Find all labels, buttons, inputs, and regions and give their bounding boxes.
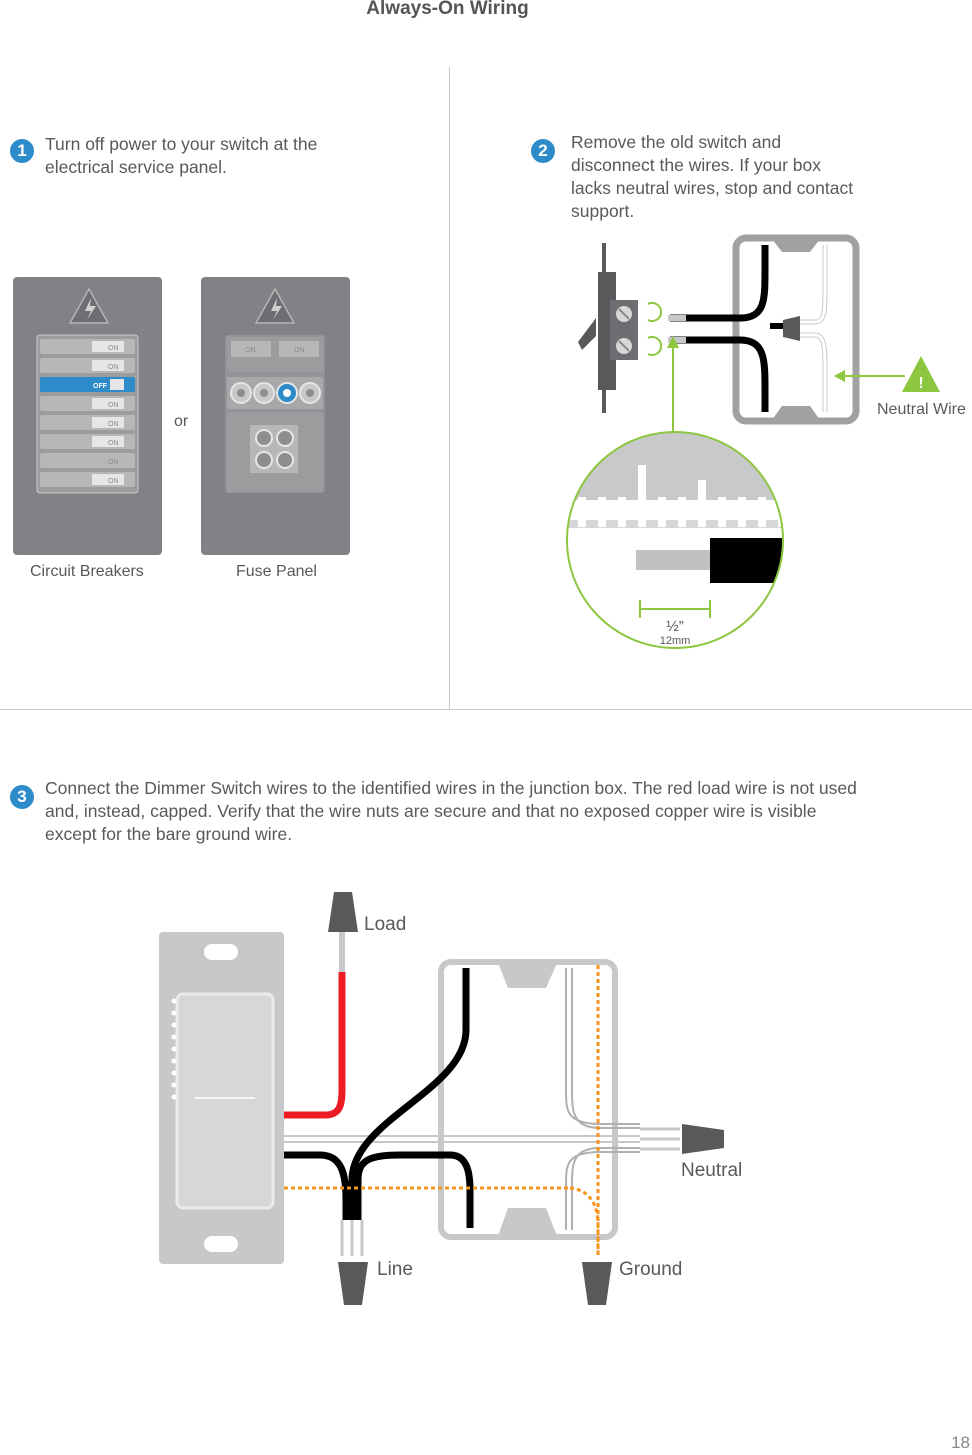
breaker-label-2: ON bbox=[108, 364, 119, 371]
page-number: 18 bbox=[951, 1433, 970, 1452]
fuse-label-2: ON bbox=[294, 347, 305, 354]
line-label: Line bbox=[377, 1259, 413, 1280]
fuse-label-1: ON bbox=[245, 347, 256, 354]
load-label: Load bbox=[364, 914, 407, 935]
fuse-panel bbox=[201, 277, 350, 555]
old-switch-diagram bbox=[578, 234, 940, 434]
circuit-breakers-label: Circuit Breakers bbox=[30, 563, 144, 580]
warning-icon bbox=[902, 356, 940, 392]
measure-mm-label: 12mm bbox=[660, 635, 691, 647]
breaker-label-off: OFF bbox=[93, 383, 108, 390]
breaker-label-6: ON bbox=[108, 440, 119, 447]
warning-glyph: ! bbox=[918, 375, 923, 392]
step-1-number: 1 bbox=[10, 139, 34, 163]
step-3-number: 3 bbox=[10, 785, 34, 809]
breaker-label-5: ON bbox=[108, 421, 119, 428]
ground-label: Ground bbox=[619, 1259, 683, 1280]
dimmer-wiring-diagram bbox=[159, 892, 724, 1305]
vertical-divider bbox=[449, 67, 450, 710]
neutral-wire-label: Neutral Wire bbox=[877, 401, 966, 418]
step-1-text: Turn off power to your switch at the ele… bbox=[45, 134, 318, 177]
measure-inch-label: ½” bbox=[666, 618, 684, 635]
fuse-panel-label: Fuse Panel bbox=[236, 563, 317, 580]
breaker-label-4: ON bbox=[108, 402, 119, 409]
step-3-text: Connect the Dimmer Switch wires to the i… bbox=[45, 778, 857, 844]
horizontal-divider bbox=[0, 709, 972, 710]
breaker-label-1: ON bbox=[108, 345, 119, 352]
neutral-label: Neutral bbox=[681, 1160, 743, 1181]
breaker-label-7: ON bbox=[108, 459, 119, 466]
or-label: or bbox=[174, 413, 189, 430]
page-title: Always-On Wiring bbox=[366, 0, 529, 19]
step-2-text: Remove the old switch and disconnect the… bbox=[571, 132, 854, 221]
circuit-breaker-panel bbox=[13, 277, 162, 555]
step-2-number: 2 bbox=[531, 139, 555, 163]
breaker-label-8: ON bbox=[108, 478, 119, 485]
